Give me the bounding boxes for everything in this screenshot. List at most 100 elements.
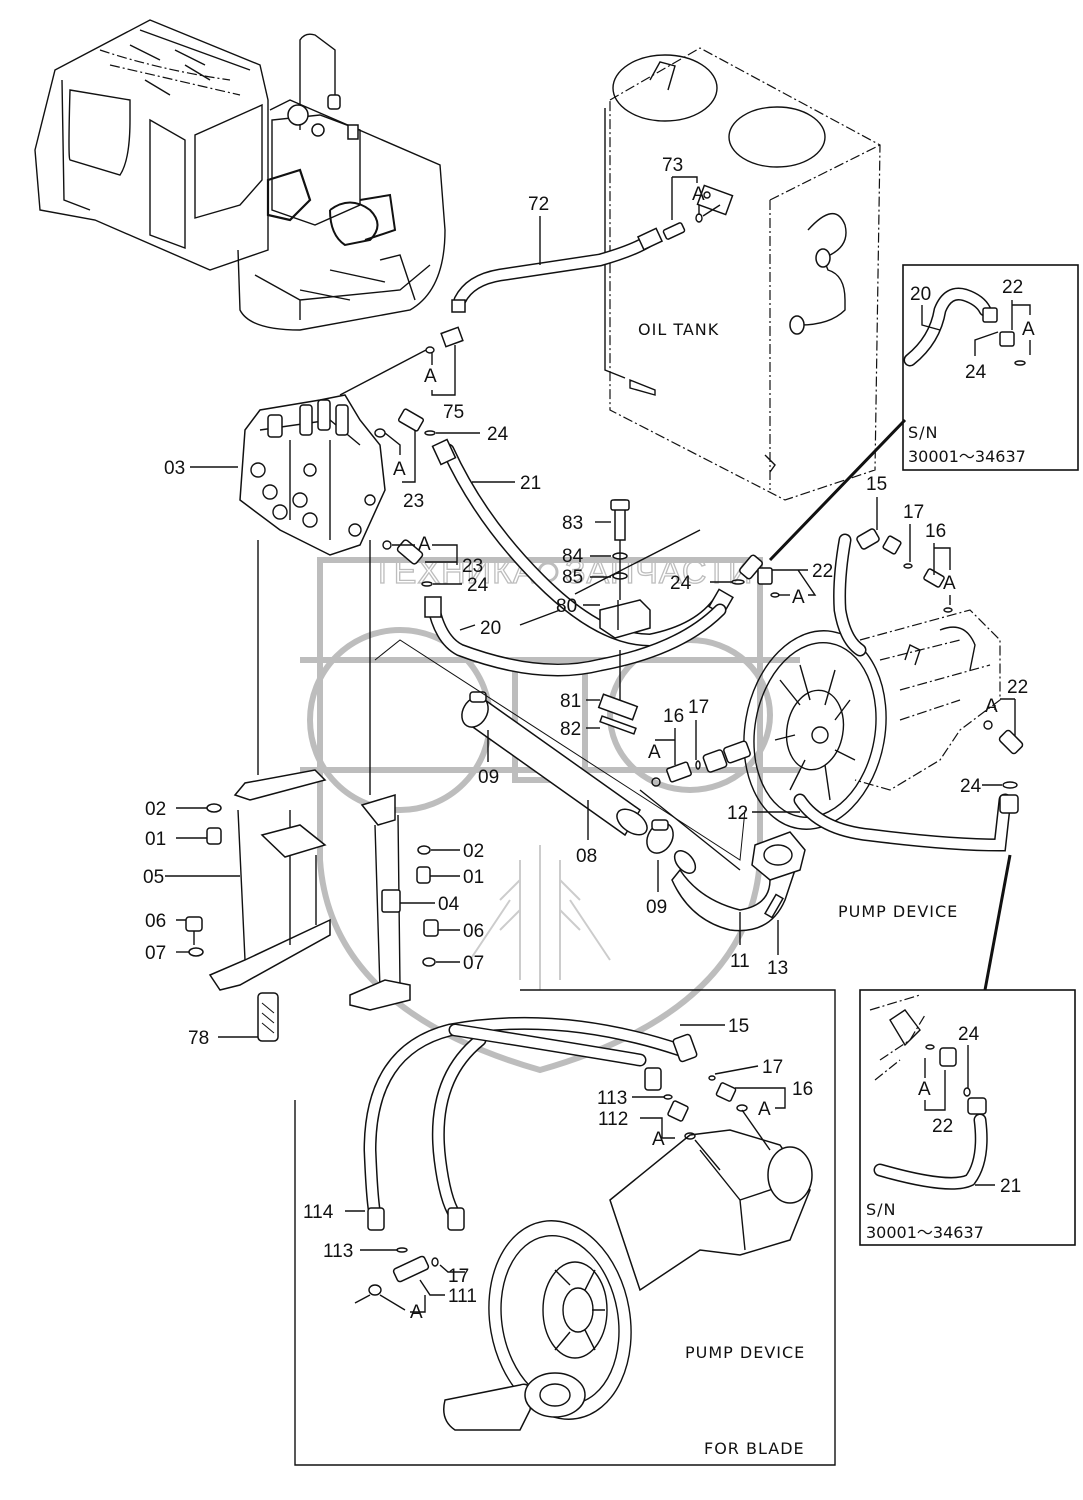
svg-text:A: A — [410, 1302, 423, 1323]
callout-24-c: 24 — [670, 573, 692, 594]
oil-tank-caption: OIL TANK — [638, 320, 719, 339]
svg-text:A: A — [758, 1099, 771, 1120]
callout-16-c: 16 — [792, 1079, 813, 1100]
callout-17-b: 17 — [688, 697, 709, 718]
callout-83: 83 — [562, 513, 583, 534]
hose-21: 21 — [431, 438, 734, 647]
inset-top-sn-label: S/N — [908, 423, 939, 442]
callout-02-b: 02 — [463, 841, 484, 862]
callout-12: 12 — [727, 803, 748, 824]
excavator-upper-structure — [34, 19, 446, 331]
svg-text:A: A — [918, 1079, 931, 1100]
svg-text:73: 73 — [662, 155, 683, 176]
clamp-assembly-80: 83 84 85 80 — [556, 499, 701, 639]
callout-08: 08 — [576, 846, 597, 867]
callout-112: 112 — [598, 1109, 628, 1130]
svg-text:A: A — [1022, 319, 1035, 340]
svg-text:A: A — [652, 1129, 665, 1150]
inset-top-sn-range: 30001～34637 — [908, 447, 1026, 466]
callout-22-a: 22 — [812, 561, 833, 582]
watermark-wheat-icon — [469, 845, 611, 990]
svg-text:23: 23 — [462, 556, 483, 577]
svg-text:A: A — [393, 459, 406, 480]
watermark-text-right: ЗАПЧАСТИ — [565, 553, 754, 591]
inset-bottom-sn-label: S/N — [866, 1200, 897, 1219]
inset-bottom-callout-24: 24 — [958, 1024, 980, 1045]
callout-04: 04 — [438, 894, 460, 915]
blade-callouts: 15 17 16 A 113 112 A 114 113 17 111 A — [303, 1016, 813, 1323]
inset-sn-bottom: 24 A 22 21 S/N 30001～34637 — [859, 989, 1076, 1246]
callouts-15-17-16-upper: 15 17 16 A — [856, 474, 956, 613]
callout-07-b: 07 — [463, 953, 484, 974]
adapter-73 — [662, 222, 686, 240]
callout-01-b: 01 — [463, 867, 484, 888]
callout-81: 81 — [560, 691, 581, 712]
callout-80: 80 — [556, 596, 577, 617]
svg-text:23: 23 — [403, 491, 424, 512]
svg-text:21: 21 — [520, 473, 541, 494]
callout-16-a: 16 — [925, 521, 946, 542]
callout-78: 78 — [188, 1028, 209, 1049]
callout-01-a: 01 — [145, 829, 166, 850]
callout-73: 73 A — [662, 155, 721, 240]
for-blade-caption: FOR BLADE — [704, 1439, 805, 1458]
callout-23-lower: A 23 24 — [382, 534, 489, 596]
callout-23-upper: A 23 24 — [374, 408, 509, 512]
callouts-16-17-mid: 16 17 A — [639, 697, 751, 871]
clamp-81-82: 81 82 — [560, 650, 639, 740]
inset-sn-top: 20 22 A 24 S/N 30001～34637 — [902, 264, 1079, 471]
callout-07-a: 07 — [145, 943, 166, 964]
svg-text:24: 24 — [487, 424, 509, 445]
callout-17-d: 17 — [448, 1266, 469, 1287]
hose-72: 72 — [451, 194, 664, 313]
callout-11: 11 — [730, 951, 750, 972]
svg-text:A: A — [985, 696, 998, 717]
inset-top-callout-22: 22 — [1002, 277, 1023, 298]
inset-bottom-sn-range: 30001～34637 — [866, 1223, 984, 1242]
svg-text:20: 20 — [480, 618, 501, 639]
svg-text:A: A — [418, 534, 431, 555]
callout-84: 84 — [562, 546, 584, 567]
suction-pipe-11: 11 13 12 — [671, 803, 806, 979]
callout-05: 05 — [143, 867, 164, 888]
oil-tank: OIL TANK — [604, 47, 881, 501]
leader-inset-top — [768, 418, 907, 562]
svg-text:A: A — [692, 184, 705, 205]
callout-114: 114 — [303, 1202, 334, 1223]
callout-15-b: 15 — [728, 1016, 749, 1037]
inset-bottom-callout-21: 21 — [1000, 1176, 1021, 1197]
pump-device-blade-caption: PUMP DEVICE — [685, 1343, 805, 1362]
svg-text:A: A — [648, 742, 661, 763]
clamp-09-upper: 09 — [461, 691, 499, 788]
control-valve-03: 03 — [164, 394, 386, 556]
edge-trim-78: 78 — [188, 992, 279, 1049]
clamp-09-lower: 09 — [646, 819, 674, 918]
leader-line-pipe — [374, 639, 746, 861]
callout-09-a: 09 — [478, 767, 499, 788]
callout-113-b: 113 — [323, 1241, 353, 1262]
callout-15: 15 — [866, 474, 887, 495]
leader-inset-bottom — [983, 854, 1012, 991]
callout-13: 13 — [767, 958, 788, 979]
callout-09-b: 09 — [646, 897, 667, 918]
bracket-05: 05 02 01 06 07 — [143, 769, 331, 991]
hose-20: 20 — [424, 596, 727, 677]
callout-17-c: 17 — [762, 1057, 783, 1078]
inset-top-callout-20: 20 — [910, 284, 931, 305]
callout-22-b: 22 — [1007, 677, 1028, 698]
inset-top-callout-24: 24 — [965, 362, 987, 383]
svg-text:24: 24 — [467, 575, 489, 596]
pump-device-main: PUMP DEVICE — [743, 533, 1012, 921]
pump-device-main-caption: PUMP DEVICE — [838, 902, 958, 921]
callout-06-a: 06 — [145, 911, 166, 932]
blade-pump-panel: PUMP DEVICE FOR BLADE — [294, 989, 836, 1466]
callout-02-a: 02 — [145, 799, 166, 820]
callout-85: 85 — [562, 567, 583, 588]
callout-03: 03 — [164, 458, 185, 479]
callout-82: 82 — [560, 719, 581, 740]
callout-24-d: 24 — [960, 776, 982, 797]
svg-text:75: 75 — [443, 402, 464, 423]
bracket-04: 04 02 01 06 07 — [257, 540, 484, 1011]
svg-text:A: A — [424, 366, 437, 387]
